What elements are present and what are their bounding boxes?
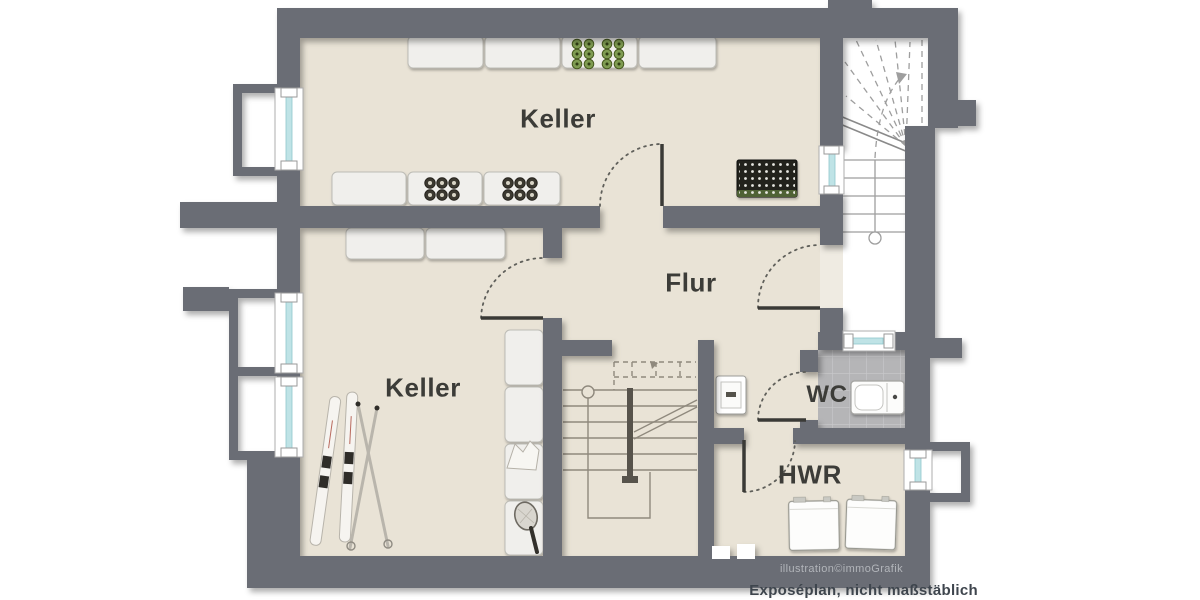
room-label-wc: WC [806, 381, 848, 408]
interior-staircase [563, 361, 698, 519]
light-wells [229, 84, 970, 502]
window-wc [842, 330, 896, 352]
wall-niche [737, 544, 755, 559]
floor-flur [562, 228, 820, 342]
water-heater [715, 375, 747, 415]
tennis-racket [513, 501, 539, 554]
wc-tile-floor [818, 350, 905, 428]
ski-poles [346, 401, 393, 551]
windows [274, 87, 933, 491]
door-keller-lower [480, 257, 544, 320]
wall-party-stub [180, 202, 300, 228]
door-wc [757, 371, 807, 422]
door-hwr [742, 440, 796, 493]
stair-direction-arrow [896, 72, 907, 84]
storage-shelf-top [407, 35, 717, 69]
bathtub [850, 380, 905, 415]
door-stairwell [757, 244, 821, 310]
wall-bottom [247, 556, 930, 588]
washing-machine-2 [844, 495, 898, 551]
skis [309, 391, 359, 546]
disclaimer-text: Exposéplan, nicht maßstäblich [749, 582, 978, 599]
window-left-3 [274, 376, 304, 458]
wine-rack [736, 159, 798, 198]
room-label-keller-top: Keller [520, 103, 596, 134]
stairwell-staircase [839, 39, 923, 245]
doors [480, 143, 821, 493]
preserve-jars-dark [424, 177, 538, 201]
room-label-keller-lower: Keller [385, 372, 461, 403]
watermark-text: illustration©immoGrafik [779, 563, 903, 575]
preserve-jars-green [571, 38, 625, 70]
storage-shelf-middle [331, 171, 561, 206]
wall-niche [712, 546, 730, 559]
wall-stairwell [820, 36, 843, 148]
window-stairwell [818, 145, 845, 195]
room-label-hwr: HWR [778, 459, 842, 490]
window-right [903, 449, 933, 491]
wall-keller-divider [300, 206, 600, 228]
storage-shelf-lower [345, 227, 506, 260]
stair-newel-wall [627, 388, 633, 480]
furniture [309, 35, 905, 556]
window-left-1 [274, 87, 304, 171]
bundle [506, 440, 540, 471]
window-left-2 [274, 292, 304, 374]
room-label-flur: Flur [665, 267, 717, 298]
stair-direction-arrow [650, 361, 658, 369]
floor-keller-lower [300, 228, 543, 556]
door-keller-top [599, 143, 664, 207]
washing-machine-1 [788, 496, 840, 551]
